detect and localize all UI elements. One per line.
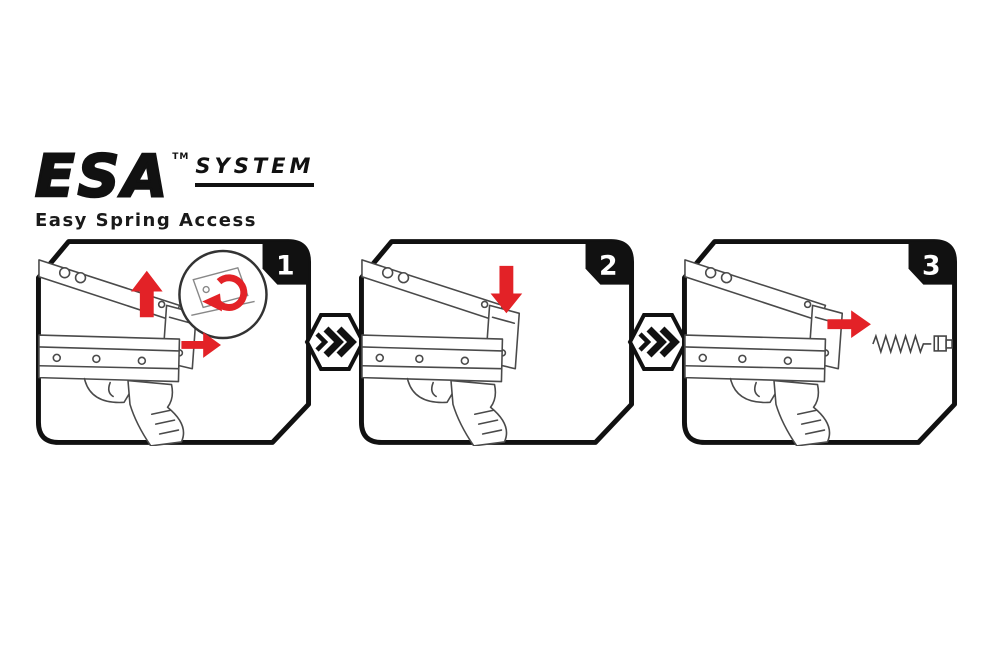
arrow-up-icon xyxy=(130,270,163,318)
trademark-label: TM xyxy=(172,152,190,162)
step-panel-3: 3 xyxy=(681,238,958,446)
next-step-connector xyxy=(627,312,689,372)
rotate-clockwise-arrow-icon xyxy=(202,274,248,312)
step-1-illustration: 1 xyxy=(35,238,312,446)
step-3-illustration: 3 xyxy=(681,238,958,446)
arrow-right-icon xyxy=(181,332,221,358)
step-number: 1 xyxy=(276,251,295,282)
step-panel-2: 2 xyxy=(358,238,635,446)
triple-chevron-right-icon xyxy=(627,313,689,371)
arrow-down-icon xyxy=(490,265,523,314)
logo: ESA TM SYSTEM Easy Spring Access xyxy=(34,142,315,231)
brand-tagline: Easy Spring Access xyxy=(35,210,257,231)
magnified-detail-circle xyxy=(178,249,268,340)
step-panel-1: 1 xyxy=(35,238,312,446)
brand-system: SYSTEM xyxy=(195,154,315,187)
triple-chevron-right-icon xyxy=(304,313,366,371)
steps-row: 1 2 xyxy=(35,238,958,446)
spring-illustration xyxy=(872,333,953,355)
brand-esa: ESA xyxy=(34,142,171,210)
step-number: 3 xyxy=(922,251,941,282)
step-number: 2 xyxy=(599,251,618,282)
arrow-right-icon xyxy=(827,310,871,339)
step-2-illustration: 2 xyxy=(358,238,635,446)
next-step-connector xyxy=(304,312,366,372)
